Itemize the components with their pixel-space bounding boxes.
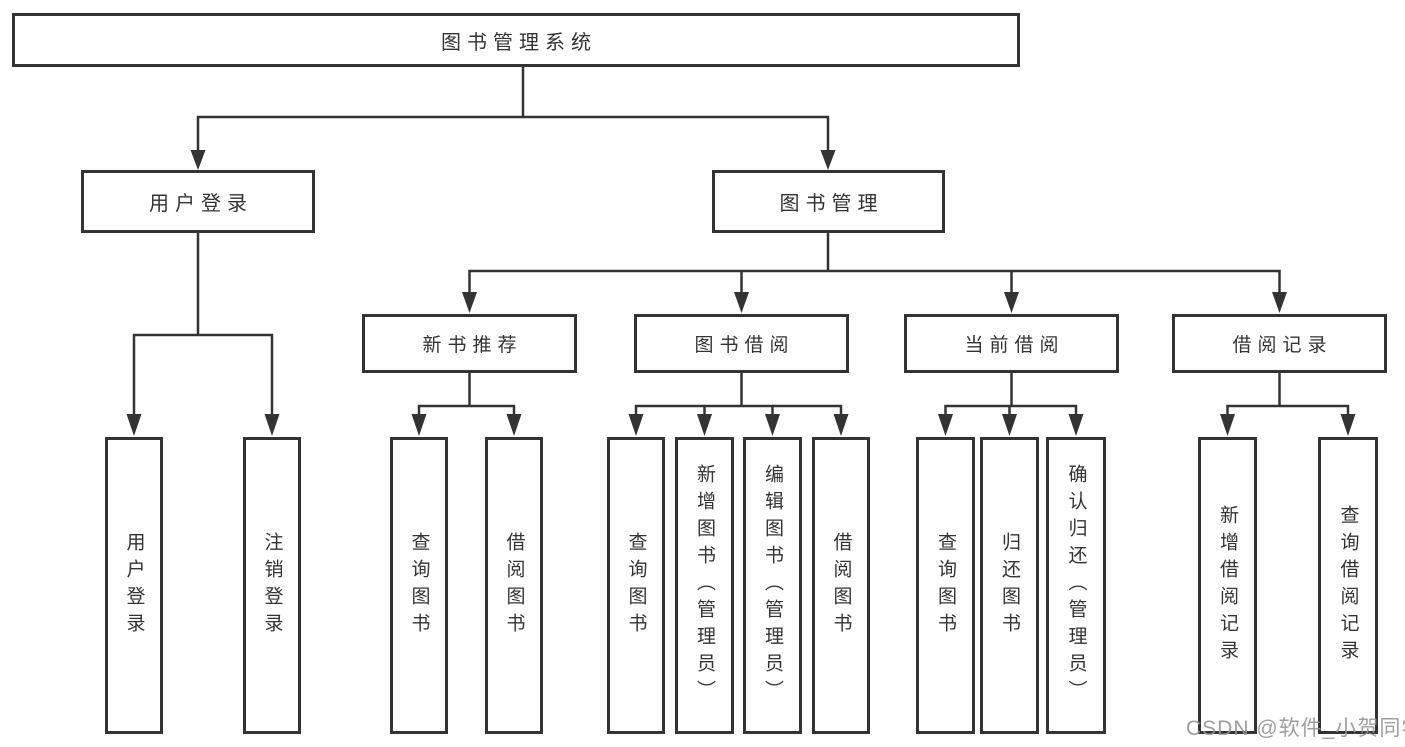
leaf-user-login: 用户登录: [105, 437, 163, 734]
node-book-management-system: 图书管理系统: [12, 13, 1020, 67]
leaf-add-books-admin-label: 新增图书（管理员）: [694, 464, 715, 707]
node-new-book-recommend: 新书推荐: [362, 314, 577, 373]
leaf-query-books-borrow-label: 查询图书: [625, 531, 647, 640]
leaf-add-books-admin: 新增图书（管理员）: [675, 437, 734, 734]
leaf-add-borrow-record: 新增借阅记录: [1198, 437, 1257, 734]
node-current-borrowing-label: 当前借阅: [964, 335, 1065, 356]
node-borrowing-records: 借阅记录: [1172, 314, 1387, 373]
leaf-return-books: 归还图书: [980, 437, 1039, 734]
csdn-watermark: CSDN @软件_小贺同学: [1186, 717, 1405, 740]
leaf-borrow-books-label: 借阅图书: [830, 531, 852, 640]
leaf-confirm-return-admin-label: 确认归还（管理员）: [1065, 464, 1087, 707]
node-book-management: 图书管理: [712, 170, 945, 233]
leaf-user-login-label: 用户登录: [123, 531, 145, 640]
leaf-edit-books-admin-label: 编辑图书（管理员）: [762, 464, 783, 707]
leaf-logout-label: 注销登录: [261, 531, 283, 640]
leaf-edit-books-admin: 编辑图书（管理员）: [743, 437, 802, 734]
leaf-borrow-books-recommend: 借阅图书: [485, 437, 543, 734]
leaf-query-books-recommend-label: 查询图书: [408, 531, 430, 640]
leaf-query-books-recommend: 查询图书: [390, 437, 448, 734]
node-new-book-recommend-label: 新书推荐: [422, 335, 523, 356]
leaf-add-borrow-record-label: 新增借阅记录: [1217, 504, 1238, 667]
node-current-borrowing: 当前借阅: [904, 314, 1119, 373]
leaf-borrow-books: 借阅图书: [812, 437, 870, 734]
leaf-query-books-borrow: 查询图书: [607, 437, 665, 734]
node-book-management-label: 图书管理: [779, 193, 884, 215]
node-book-management-system-label: 图书管理系统: [441, 31, 597, 54]
leaf-query-books-current-label: 查询图书: [935, 531, 956, 640]
leaf-logout: 注销登录: [243, 437, 301, 734]
leaf-return-books-label: 归还图书: [999, 531, 1020, 640]
node-book-borrowing: 图书借阅: [634, 314, 849, 373]
node-book-borrowing-label: 图书借阅: [694, 335, 795, 356]
leaf-confirm-return-admin: 确认归还（管理员）: [1046, 437, 1106, 734]
leaf-query-books-current: 查询图书: [916, 437, 975, 734]
leaf-query-borrow-record-label: 查询借阅记录: [1337, 504, 1359, 667]
node-borrowing-records-label: 借阅记录: [1232, 335, 1333, 356]
leaf-query-borrow-record: 查询借阅记录: [1318, 437, 1378, 734]
leaf-borrow-books-recommend-label: 借阅图书: [503, 531, 525, 640]
node-user-login: 用户登录: [81, 170, 315, 233]
node-user-login-label: 用户登录: [149, 193, 253, 215]
